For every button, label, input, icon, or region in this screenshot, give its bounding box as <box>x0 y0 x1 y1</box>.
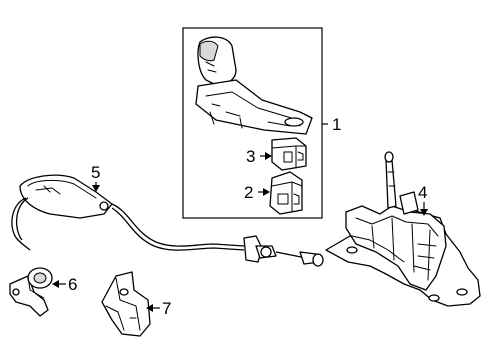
shifter-base-assembly-icon <box>325 151 481 307</box>
callout-number: 1 <box>332 115 341 134</box>
shift-knob-icon <box>197 36 237 97</box>
callout-4: 4 <box>418 183 428 216</box>
callout-number: 4 <box>418 183 427 202</box>
callout-7: 7 <box>146 299 171 318</box>
part-1-group-frame <box>182 27 323 219</box>
callout-number: 2 <box>244 183 253 202</box>
callout-3: 3 <box>246 147 272 166</box>
callout-2: 2 <box>244 183 270 202</box>
bracket-icon <box>101 271 151 337</box>
callout-number: 7 <box>162 299 171 318</box>
callout-1: 1 <box>322 115 341 134</box>
shift-cable-icon <box>11 174 324 267</box>
shift-bezel-icon <box>195 79 313 135</box>
bracket-icon <box>9 267 53 317</box>
callout-5: 5 <box>91 163 100 192</box>
callout-number: 5 <box>91 163 100 182</box>
callout-number: 6 <box>68 275 77 294</box>
switch-button-icon <box>269 171 303 215</box>
switch-button-icon <box>271 137 307 171</box>
callout-6: 6 <box>52 275 77 294</box>
callout-number: 3 <box>246 147 255 166</box>
